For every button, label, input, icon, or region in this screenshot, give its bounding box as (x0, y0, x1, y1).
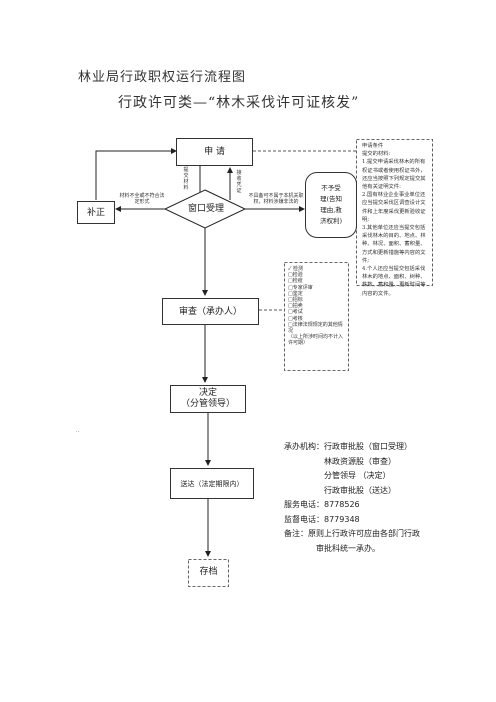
conditions-item: 2.国有林业企业事业单位还应当提交采伐区调查设计文件和上年度采伐更新验收证明; (362, 192, 426, 223)
checklist-item: □鉴定 (288, 290, 303, 297)
checklist-item: □检验 (288, 272, 303, 279)
correct-label: 补正 (86, 207, 105, 218)
remark-line: 备注：原则上行政许可应由各部门行政 (284, 529, 420, 538)
decide-node: 决定 （分管领导） (170, 385, 246, 413)
stray-dots: .. (76, 428, 80, 434)
reject-line-1: 不予受 (321, 184, 341, 192)
org-line: 行政审批股（送达） (324, 485, 396, 495)
reject-node: 不予受 理(告知 理由,救 济权利) (305, 172, 357, 238)
conditions-header: 申请条件 (362, 143, 384, 149)
conditions-item: 1.提交申请采伐林木的所有权证书或者使用权证书外，还应当按照下列规定提交其他有关… (362, 159, 426, 191)
checklist-header: ✓ 检测 (288, 266, 304, 272)
edge-label-incomplete: 材料不全或不符合法定形式 (119, 193, 165, 205)
arrow-resubmit (95, 148, 177, 200)
supervise-phone: 监督电话：8779348 (284, 514, 360, 524)
reject-line-3: 理由,救 (320, 206, 342, 214)
reject-line-2: 理(告知 (319, 195, 343, 203)
page-subtitle: 行政许可类—“林木采伐许可证核发” (118, 95, 360, 111)
checklist-item: □法律法规规定的其他情况 (288, 321, 343, 335)
deliver-node: 送达（法定期限内） (170, 468, 254, 499)
org-label: 承办机构： (284, 442, 324, 451)
apply-label: 申 请 (204, 147, 225, 157)
correct-node: 补正 (77, 201, 115, 224)
review-node: 审查（承办人） (162, 298, 259, 325)
checklist-item: □专家评审 (288, 284, 313, 291)
decide-line-2: （分管领导） (180, 399, 235, 409)
conditions-note: 申请条件 提交的材料: 1.提交申请采伐林木的所有权证书或者使用权证书外，还应当… (362, 142, 430, 298)
conditions-item: 3.其他单位还应当提交包括采伐林木的目的、地点、林种、林况、面积、蓄积量、方式和… (362, 225, 426, 264)
archive-box (188, 559, 229, 587)
edge-label-submit: 提交材料 (183, 167, 189, 191)
edge-label-receive: 接收凭证 (236, 170, 242, 194)
info-block: 承办机构：行政审批股（窗口受理） 林政资源股（审查） 分管领导 （决定） 行政审… (284, 440, 420, 556)
window-label: 窗口受理 (187, 204, 224, 214)
review-label: 审查（承办人） (178, 306, 242, 317)
apply-node: 申 请 (176, 138, 253, 166)
checklist-item: □拍卖 (288, 303, 303, 310)
remark-line: 审批科统一承办。 (316, 543, 380, 553)
service-phone: 服务电话：8778526 (284, 500, 360, 509)
checklist-item: □检疫 (288, 278, 303, 285)
archive-label: 存档 (199, 567, 218, 577)
org-line: 林政资源股（审查） (324, 456, 396, 466)
conditions-item: 提交的材料: (362, 151, 391, 158)
decide-line-1: 决定 (198, 388, 217, 398)
conditions-item: 4.个人还应当提交包括采伐林木的地点、面积、树种、株数、蓄积量、更新时间等内容的… (362, 266, 426, 297)
checklist-item: □考试 (288, 309, 303, 316)
checklist-box (284, 262, 349, 371)
reject-line-4: 济权利) (319, 217, 343, 225)
deliver-label: 送达（法定期限内） (180, 479, 244, 488)
org-line: 分管领导 （决定） (324, 471, 391, 480)
edge-label-not-accept: 不具备可不属于本机关职权，材料涉嫌非法的 (248, 193, 304, 205)
checklist-item: （以上所涉时间均不计入许可期） (288, 334, 344, 347)
checklist-item: □考核 (288, 315, 303, 322)
org-line: 行政审批股（窗口受理） (324, 442, 412, 451)
page-title: 林业局行政职权运行流程图 (78, 70, 247, 85)
checklist-note: ✓ 检测 □检验 □检疫 □专家评审 □鉴定 □招标 □拍卖 □考试 □考核 □… (288, 266, 344, 347)
checklist-item: □招标 (288, 297, 303, 304)
